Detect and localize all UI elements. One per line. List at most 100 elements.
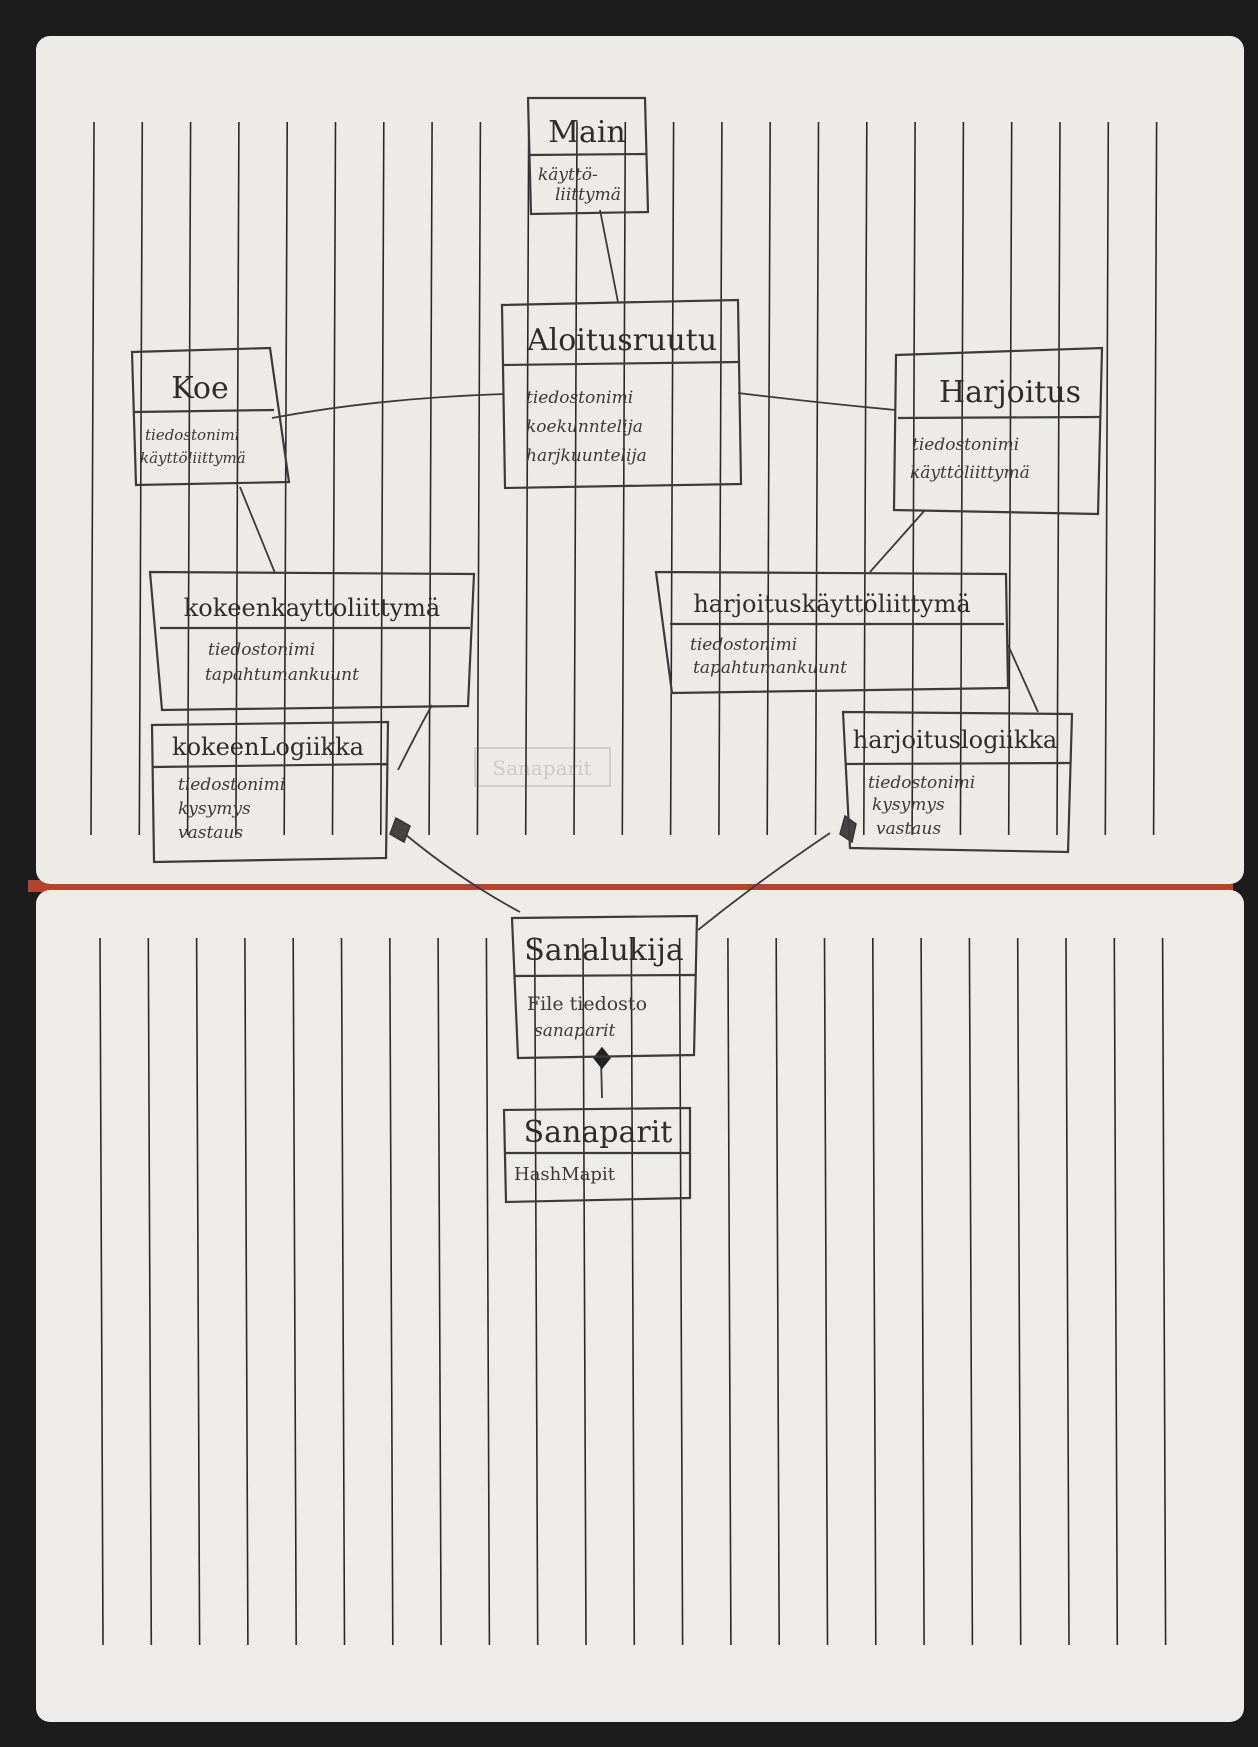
page-rule bbox=[388, 937, 394, 1646]
class-harjoitus: Harjoitus tiedostonimi käyttöliittymä bbox=[892, 346, 1104, 516]
page-rule bbox=[244, 937, 249, 1646]
page-rule bbox=[1161, 937, 1167, 1646]
page-rule bbox=[292, 937, 298, 1646]
class-attr: tapahtumankuunt bbox=[693, 658, 847, 678]
class-name: Sanaparit bbox=[524, 1115, 673, 1150]
class-name: Harjoitus bbox=[939, 375, 1081, 410]
page-rule bbox=[147, 937, 153, 1646]
page-rule bbox=[186, 121, 192, 836]
page-rule bbox=[621, 121, 627, 836]
page-rule bbox=[669, 121, 675, 836]
upper-page bbox=[36, 36, 1244, 884]
class-attr: käyttöliittymä bbox=[910, 463, 1030, 483]
page-rule bbox=[138, 121, 144, 836]
class-attr: File tiedosto bbox=[527, 993, 647, 1015]
class-name: kokeenkayttoliittymä bbox=[184, 594, 441, 622]
page-rule bbox=[437, 937, 442, 1646]
page-rule bbox=[573, 121, 578, 836]
class-name: Koe bbox=[171, 371, 228, 406]
page-rule bbox=[1113, 937, 1119, 1646]
lower-page bbox=[36, 890, 1244, 1722]
page-rule bbox=[1056, 121, 1061, 836]
class-main: Main käyttö- liittymä bbox=[526, 96, 650, 216]
class-attr: tiedostonimi bbox=[526, 388, 633, 408]
composition-diamond-sanalukija bbox=[593, 1046, 611, 1070]
class-name: Sanalukija bbox=[524, 933, 684, 968]
upper-page-rules bbox=[90, 121, 1158, 836]
ghost-label: Sanaparit bbox=[492, 756, 591, 780]
class-name: harjoituskäyttöliittymä bbox=[693, 590, 970, 618]
page-rule bbox=[766, 121, 772, 836]
class-attr: tiedostonimi bbox=[690, 635, 797, 655]
relations-layer bbox=[239, 209, 1039, 1099]
class-kokeenkayttoliittyma: kokeenkayttoliittymä tiedostonimi tapaht… bbox=[148, 570, 476, 712]
page-rule bbox=[485, 937, 491, 1646]
class-harjoituskayttoliittyma: harjoituskäyttöliittymä tiedostonimi tap… bbox=[654, 570, 1010, 695]
page-rule bbox=[331, 121, 337, 836]
relation-aloitusruutu-koe bbox=[271, 393, 505, 419]
page-rule bbox=[823, 937, 829, 1646]
relation-main-aloitusruutu bbox=[599, 209, 619, 303]
page-rule bbox=[920, 937, 925, 1646]
class-name: harjoituslogiikka bbox=[853, 726, 1057, 754]
class-attr: sanaparit bbox=[534, 1021, 616, 1041]
relation-harjoitus-harjoituskayttoliittyma bbox=[869, 509, 926, 573]
page-rule bbox=[1007, 121, 1013, 836]
page-rule bbox=[283, 121, 289, 836]
page-rule bbox=[476, 121, 482, 836]
ghost-sanaparit-box: Sanaparit bbox=[474, 747, 611, 787]
class-aloitusruutu: Aloitusruutu tiedostonimi koekunntelija … bbox=[500, 298, 743, 490]
class-name: kokeenLogiikka bbox=[172, 733, 364, 761]
class-attr: vastaus bbox=[178, 823, 243, 843]
class-kokeenlogiikka: kokeenLogiikka tiedostonimi kysymys vast… bbox=[150, 720, 390, 864]
page-rule bbox=[871, 937, 877, 1646]
page-rule bbox=[533, 937, 539, 1646]
relation-harjoituskayttoliittyma-harjoituslogiikka bbox=[1007, 644, 1039, 713]
page-rule bbox=[775, 937, 781, 1646]
class-name: Aloitusruutu bbox=[526, 323, 717, 358]
relation-aloitusruutu-harjoitus bbox=[737, 392, 897, 411]
class-attr: koekunntelija bbox=[526, 417, 643, 437]
relation-kokeenlogiikka-sanalukija bbox=[399, 829, 521, 913]
class-attr: HashMapit bbox=[514, 1164, 616, 1185]
page-rule bbox=[1152, 121, 1158, 836]
class-attr: vastaus bbox=[876, 819, 941, 839]
class-attr: liittymä bbox=[555, 185, 621, 205]
page-rule bbox=[1104, 121, 1110, 836]
page-rule bbox=[727, 937, 732, 1646]
page-rule bbox=[235, 121, 240, 836]
page-rule bbox=[862, 121, 868, 836]
page-rule bbox=[524, 121, 530, 836]
class-attr: tapahtumankuunt bbox=[205, 665, 359, 685]
page-rule bbox=[428, 121, 433, 836]
class-attr: kysymys bbox=[178, 799, 251, 819]
page-rule bbox=[90, 121, 95, 836]
class-attr: tiedostonimi bbox=[868, 773, 975, 793]
page-rule bbox=[814, 121, 820, 836]
relation-koe-kokeenkayttoliittyma bbox=[239, 486, 276, 574]
page-rule bbox=[1016, 937, 1022, 1646]
relation-harjoituslogiikka-sanalukija bbox=[697, 832, 831, 931]
page-rule bbox=[99, 937, 104, 1646]
page-rule bbox=[968, 937, 974, 1646]
aggregation-diamond-kokeenlogiikka bbox=[389, 816, 411, 844]
class-name: Main bbox=[548, 115, 626, 150]
class-attr: käyttöliittymä bbox=[140, 449, 246, 467]
page-rule bbox=[379, 121, 385, 836]
page-rule bbox=[340, 937, 346, 1646]
class-koe: Koe tiedostonimi käyttöliittymä bbox=[130, 346, 291, 487]
class-attr: harjkuuntelija bbox=[526, 446, 647, 466]
class-attr: käyttö- bbox=[538, 165, 598, 185]
page-rule bbox=[195, 937, 201, 1646]
page-rule bbox=[959, 121, 965, 836]
page-rule bbox=[911, 121, 916, 836]
class-attr: tiedostonimi bbox=[145, 426, 240, 444]
page-rule bbox=[718, 121, 723, 836]
relation-kokeenkayttoliittyma-kokeenlogiikka bbox=[397, 704, 433, 771]
class-attr: kysymys bbox=[872, 795, 945, 815]
class-attr: tiedostonimi bbox=[178, 775, 285, 795]
class-sanaparit: Sanaparit HashMapit bbox=[502, 1106, 692, 1204]
class-attr: tiedostonimi bbox=[912, 435, 1019, 455]
page-rule bbox=[1065, 937, 1070, 1646]
